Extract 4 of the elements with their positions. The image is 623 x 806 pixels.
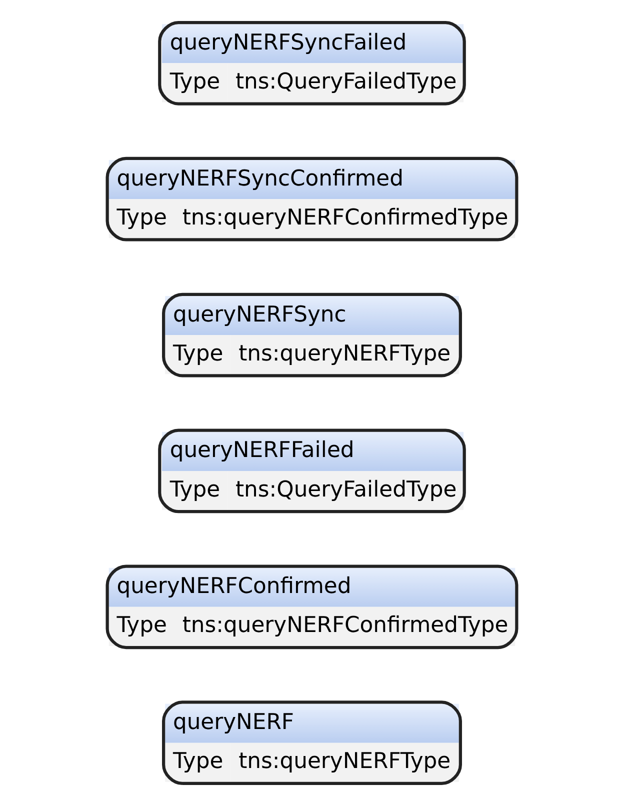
node-box: queryNERFConfirmed Type tns:queryNERFConfirmedType bbox=[105, 564, 518, 650]
node-box: queryNERF Type tns:queryNERFType bbox=[162, 700, 462, 786]
node-box: queryNERFSync Type tns:queryNERFType bbox=[162, 292, 462, 378]
node-box: queryNERFSyncConfirmed Type tns:queryNERFConfirmedType bbox=[105, 156, 518, 242]
